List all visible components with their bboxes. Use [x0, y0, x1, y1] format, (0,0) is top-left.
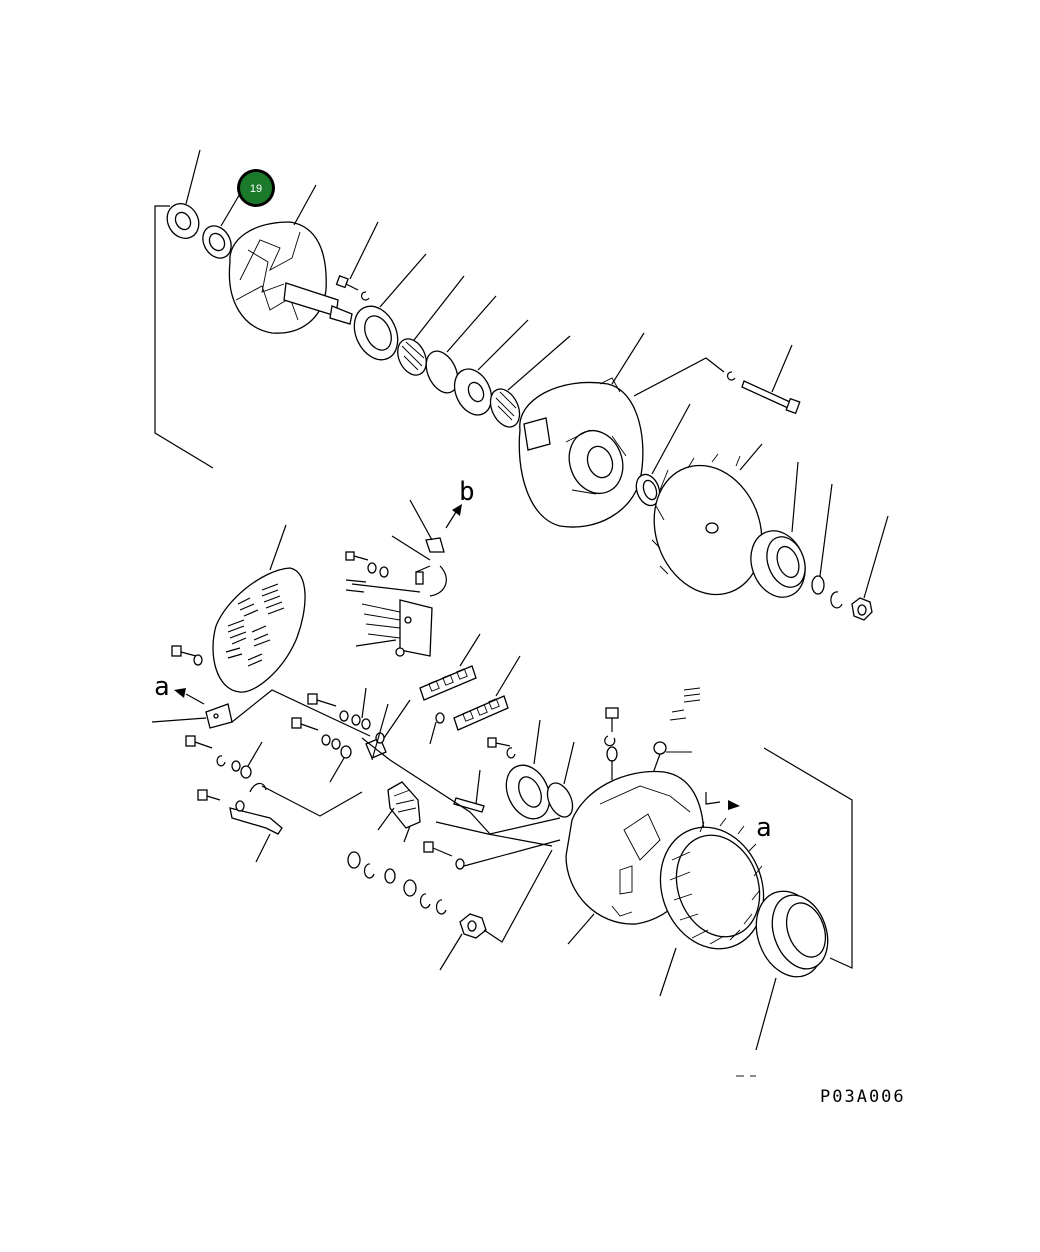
part-voltage-regulator[interactable] [355, 599, 433, 657]
view-label-a-right: a [756, 813, 772, 843]
part-stud-bolt[interactable] [423, 839, 561, 870]
view-arrow-a-left: a [151, 672, 207, 723]
part-cooling-fan[interactable] [637, 443, 780, 610]
part-bearing-front[interactable] [161, 149, 205, 244]
callout-19[interactable]: 19 [237, 169, 275, 207]
rotor-assembly: 19 [154, 149, 889, 621]
part-diode-plate-upper[interactable] [419, 633, 481, 701]
part-oil-seal[interactable] [632, 403, 691, 509]
part-brush-holder[interactable] [377, 781, 421, 843]
part-screw-terminal[interactable] [415, 565, 431, 585]
view-label-b-upper: b [459, 477, 475, 507]
part-pulley-nut[interactable] [851, 515, 889, 621]
part-rear-bracket-seal[interactable] [498, 719, 558, 826]
part-bolt-row-4[interactable] [487, 737, 516, 759]
part-bolt-row-1[interactable] [307, 687, 371, 730]
part-nut-row[interactable] [347, 851, 447, 915]
cover-vents [225, 583, 285, 667]
part-through-bolt[interactable] [633, 344, 801, 415]
regulator-assembly: b [151, 477, 475, 737]
part-needle-bearing[interactable] [485, 335, 571, 432]
part-screws-regulator[interactable] [345, 551, 421, 593]
part-screw-small[interactable] [335, 221, 379, 301]
part-pulley-bottom[interactable] [745, 882, 838, 1051]
part-flat-washer[interactable] [830, 591, 843, 609]
view-arrow-a-right: a [705, 792, 772, 843]
part-rear-cover[interactable] [212, 524, 306, 693]
part-rotor[interactable] [228, 184, 353, 334]
part-bearing-sleeve[interactable] [447, 319, 529, 421]
part-clip-lead[interactable] [197, 782, 363, 863]
part-o-ring-lower[interactable] [542, 741, 577, 821]
part-bolt-row-3[interactable] [185, 735, 263, 779]
rectifier-assembly [185, 633, 577, 971]
part-terminal-bolt[interactable] [435, 769, 553, 847]
part-stator[interactable] [644, 813, 780, 997]
part-bracket-plate[interactable] [205, 703, 233, 729]
view-label-a-left: a [154, 672, 170, 702]
part-cover-screw[interactable] [171, 645, 203, 666]
part-spring-washer[interactable] [811, 483, 833, 595]
part-front-housing[interactable] [518, 332, 645, 528]
part-diode-pin[interactable] [429, 712, 445, 745]
part-bearing-retainer[interactable] [346, 253, 427, 367]
part-o-ring-upper[interactable] [420, 295, 497, 398]
view-arrow-b-upper: b [445, 477, 475, 529]
part-pulley-top[interactable] [742, 461, 814, 605]
part-terminal-bracket[interactable] [365, 699, 411, 761]
part-bolt-row-2[interactable] [291, 717, 352, 783]
part-19-spacer[interactable] [197, 191, 242, 263]
part-top-screws[interactable] [604, 687, 701, 780]
callout-19-fill [240, 172, 272, 204]
part-hex-nut-lower[interactable] [439, 849, 553, 971]
callout-19-number: 19 [250, 183, 262, 195]
stator-assembly: b a [361, 687, 853, 1051]
drawing-code: P03A006 [820, 1087, 906, 1107]
part-wire-lead[interactable] [391, 535, 447, 597]
part-diode-plate-lower[interactable] [453, 655, 521, 731]
part-terminal-clip[interactable] [409, 499, 445, 553]
part-rear-bearing[interactable] [392, 275, 465, 380]
